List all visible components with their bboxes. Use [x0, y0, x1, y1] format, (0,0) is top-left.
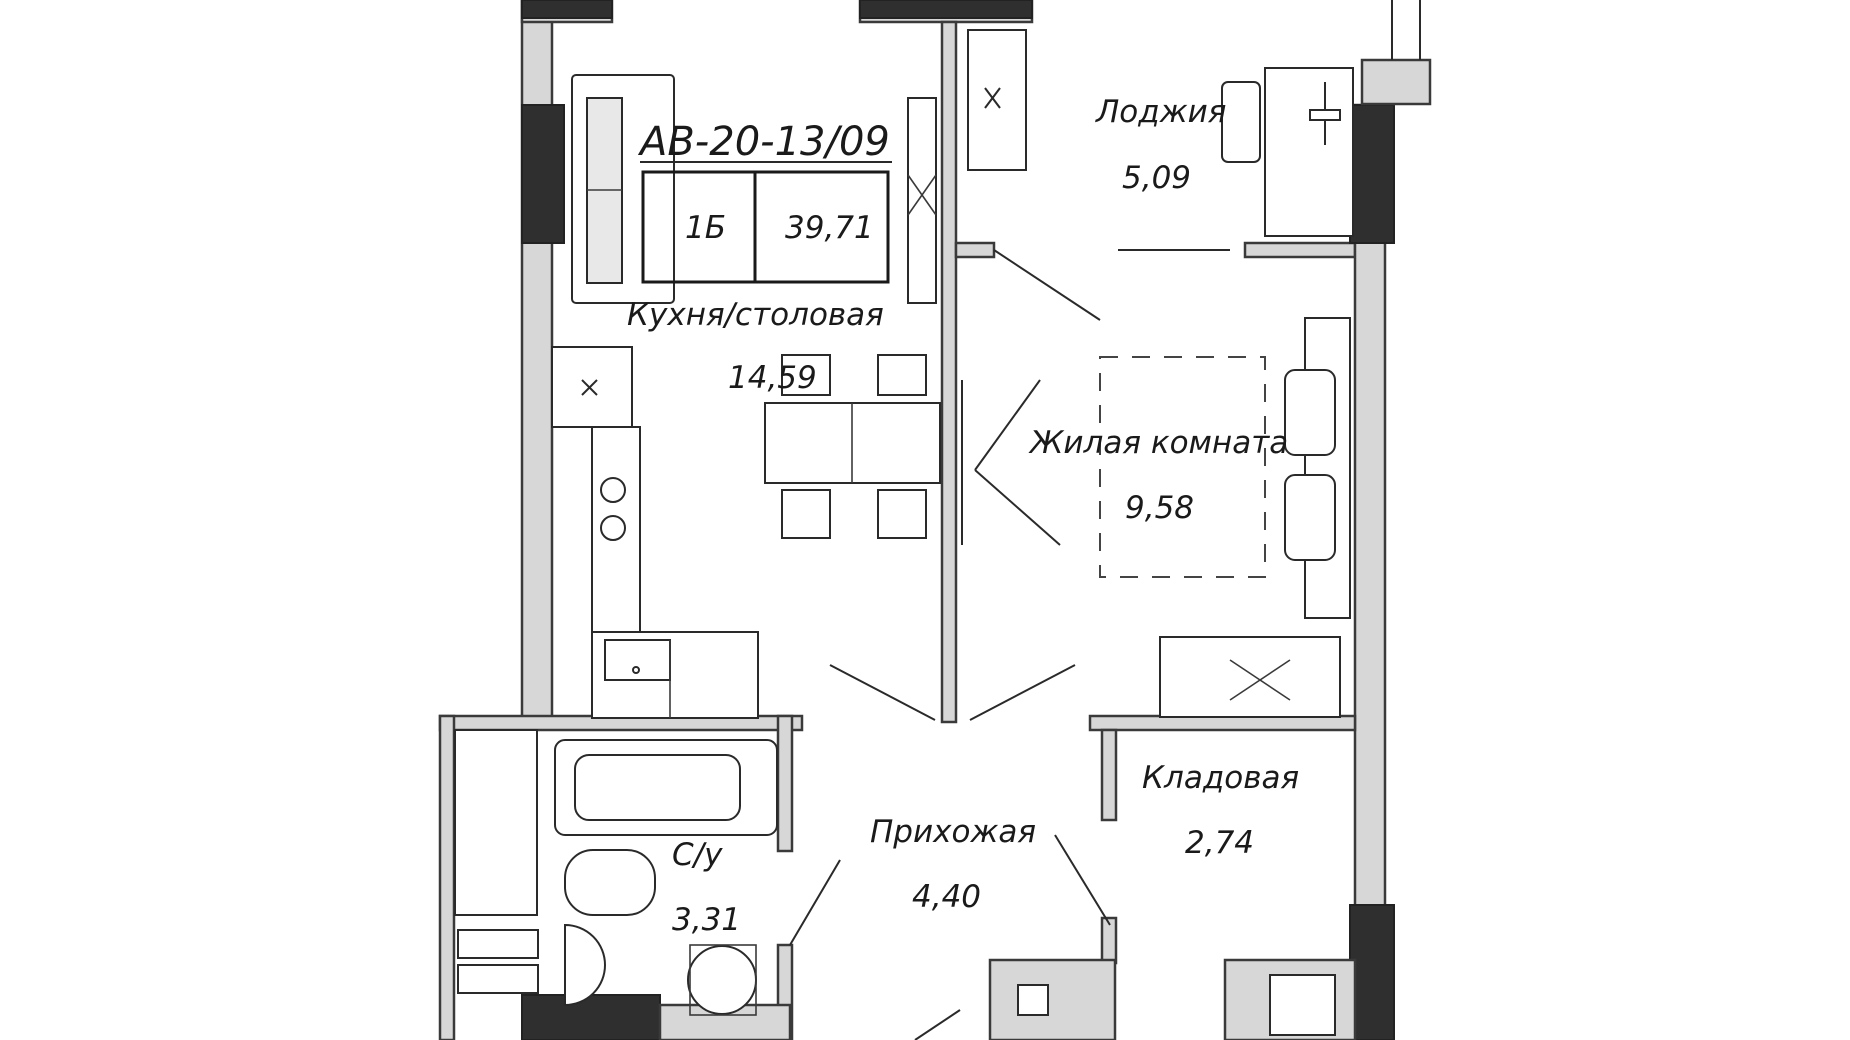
- storage-name: Кладовая: [1142, 760, 1299, 796]
- wall-partition-center: [940, 20, 958, 724]
- rug-dashed: [1099, 356, 1266, 578]
- vent-column: [907, 97, 937, 304]
- vent-mark-2: [907, 174, 937, 216]
- kitchen-furniture: [551, 74, 941, 719]
- window-right-storage: [1349, 904, 1395, 1040]
- chair-bottom-right: [877, 489, 927, 539]
- window-left-kitchen: [521, 104, 565, 244]
- bathroom-fixtures: [454, 729, 778, 1016]
- hall-doors: [789, 664, 1111, 1040]
- hob-burner-1: [600, 477, 626, 503]
- storage-area: 2,74: [1185, 825, 1254, 861]
- chair-top-right: [877, 354, 927, 396]
- loggia-area: 5,09: [1122, 160, 1191, 196]
- wall-loggia-corner: [1360, 58, 1432, 106]
- wall-bath-left: [438, 714, 456, 1040]
- loggia-furniture: [967, 29, 1354, 321]
- loggia-desk: [1264, 67, 1354, 237]
- window-right-loggia: [1349, 104, 1395, 244]
- loggia-chair: [1221, 81, 1261, 163]
- wardrobe: [1159, 636, 1341, 718]
- living-door-swing-1: [974, 379, 1041, 471]
- plan-type: 1Б: [685, 210, 726, 246]
- bathtub-inner: [574, 754, 741, 821]
- bathroom-area: 3,31: [672, 902, 741, 938]
- toilet: [564, 849, 656, 916]
- loggia-vent-box: [967, 29, 1027, 171]
- wardrobe-x-2: [1229, 659, 1291, 701]
- plan-code: АВ-20-13/09: [637, 119, 890, 165]
- bath-cabinet: [454, 729, 538, 916]
- window-top-mid: [859, 0, 1033, 19]
- living-door-swing-2: [974, 469, 1061, 546]
- bed-pillow-1: [1284, 369, 1336, 456]
- wall-bath-right: [776, 714, 794, 853]
- bath-shelf-1: [457, 929, 539, 959]
- wall-bath-bottom-dark: [521, 994, 661, 1040]
- bed-pillow-2: [1284, 474, 1336, 561]
- hall-door-right: [969, 664, 1076, 721]
- living-area: 9,58: [1125, 490, 1194, 526]
- window-top-left: [521, 0, 613, 19]
- loggia-door-swing: [993, 249, 1101, 321]
- kitchen-name: Кухня/столовая: [627, 297, 884, 333]
- wall-right: [1353, 103, 1387, 997]
- shaft-box-2: [1269, 974, 1336, 1036]
- wall-hall-bottom-left: [988, 958, 1117, 1040]
- kitchen-sink: [604, 639, 671, 681]
- wall-storage-left-top: [1100, 728, 1118, 822]
- bath-door: [789, 859, 841, 946]
- hallway-area: 4,40: [912, 879, 981, 915]
- washbasin: [564, 923, 606, 1007]
- chair-top-left: [781, 354, 831, 396]
- storage-door: [1054, 834, 1111, 926]
- room-labels: Лоджия 5,09 Кухня/столовая 14,59 Жилая к…: [627, 94, 1299, 938]
- sink-drain: [632, 666, 640, 674]
- shaft-box: [1017, 984, 1049, 1016]
- loggia-monitor-base: [1309, 109, 1341, 121]
- loggia-name: Лоджия: [1095, 94, 1226, 130]
- washing-machine-box: [689, 944, 757, 1016]
- hob-burner-2: [600, 515, 626, 541]
- wall-living-bottom: [1088, 714, 1357, 732]
- hall-door-left: [829, 664, 936, 721]
- walls: [438, 0, 1432, 1040]
- fridge-x-2: [581, 379, 598, 396]
- plan-info: АВ-20-13/09 1Б 39,71: [637, 119, 892, 284]
- kitchen-area: 14,59: [728, 360, 817, 396]
- entry-door: [914, 1009, 961, 1040]
- living-name: Жилая комната: [1028, 425, 1288, 461]
- bed-frame: [1304, 317, 1351, 619]
- loggia-x-2: [984, 87, 1001, 109]
- hallway-name: Прихожая: [870, 814, 1036, 850]
- chair-bottom-left: [781, 489, 831, 539]
- washing-machine: [687, 945, 757, 1015]
- wall-loggia-bottom-right: [1243, 241, 1357, 259]
- bath-shelf-2: [457, 964, 539, 994]
- fridge: [551, 346, 633, 428]
- wall-loggia-bottom-left: [954, 241, 996, 259]
- plan-info-box: [641, 170, 890, 284]
- plan-total-area: 39,71: [785, 210, 874, 246]
- living-furniture: [961, 317, 1351, 718]
- bathroom-name: С/у: [672, 837, 723, 873]
